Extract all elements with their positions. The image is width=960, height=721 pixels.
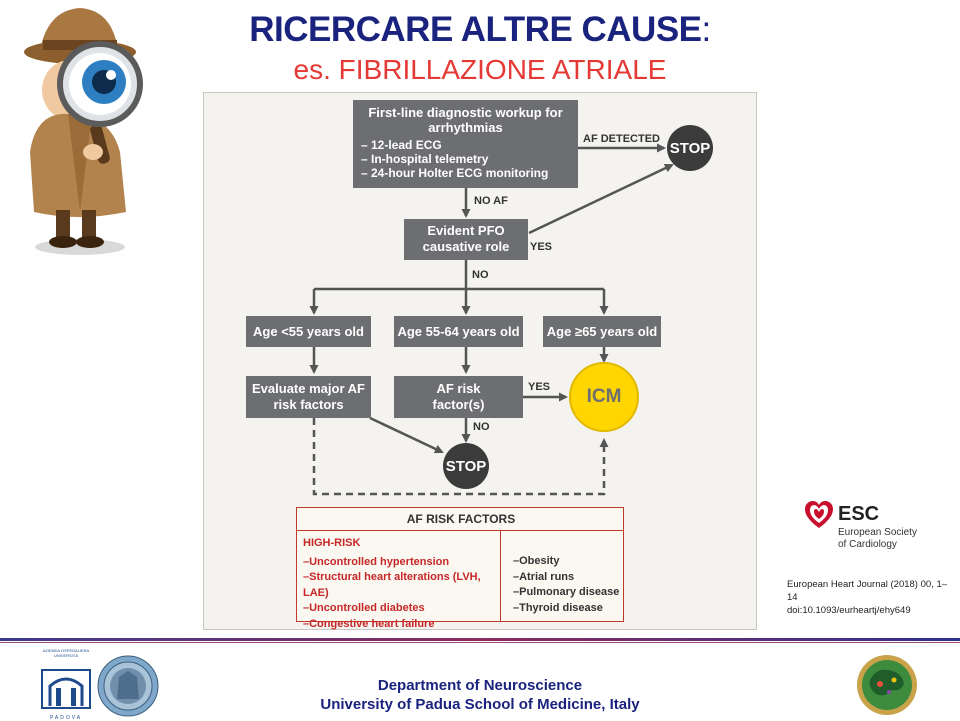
- university-seal-icon: [97, 655, 159, 717]
- high-risk-item: –Congestive heart failure: [303, 617, 435, 630]
- footer-text: Department of Neuroscience University of…: [260, 676, 700, 714]
- footer-divider-thin: [0, 642, 960, 643]
- risk-factors-box: AF RISK FACTORS HIGH-RISK –Uncontrolled …: [296, 507, 624, 630]
- other-risk-item: –Pulmonary disease: [513, 586, 620, 598]
- pfo-no-label: NO: [472, 269, 489, 281]
- page-title: RICERCARE ALTRE CAUSE:: [190, 10, 770, 50]
- high-risk-label: HIGH-RISK: [303, 537, 361, 549]
- af-risk-yes-label: YES: [528, 381, 551, 393]
- af-risk-box: AF risk factor(s): [394, 376, 523, 418]
- workup-item: – In-hospital telemetry: [361, 152, 489, 166]
- footer-divider: [0, 638, 960, 641]
- hospital-logo: AZIENDA OSPEDALIERA UNIVERSITÀ PADOVA: [40, 648, 92, 721]
- hospital-logo-text: AZIENDA OSPEDALIERA UNIVERSITÀ: [42, 648, 90, 658]
- age-young-box: Age <55 years old: [246, 316, 371, 347]
- workup-title: First-line diagnostic workup for arrhyth…: [368, 105, 563, 135]
- high-risk-item: –Uncontrolled diabetes: [303, 602, 425, 614]
- esc-logo: ESC European Society of Cardiology: [804, 500, 954, 550]
- pfo-box: Evident PFO causative role: [404, 219, 528, 260]
- esc-subtitle-line1: European Society: [838, 527, 917, 538]
- title-text: RICERCARE ALTRE CAUSE: [249, 10, 702, 49]
- hospital-logo-padova: PADOVA: [49, 715, 83, 721]
- footer-line1: Department of Neuroscience: [377, 677, 583, 694]
- dashed-arrow-icm: [312, 418, 609, 496]
- workup-item: – 24-hour Holter ECG monitoring: [361, 166, 549, 180]
- citation: European Heart Journal (2018) 00, 1–14 d…: [787, 578, 957, 617]
- workup-box: First-line diagnostic workup for arrhyth…: [353, 100, 578, 188]
- age-mid-box: Age 55-64 years old: [394, 316, 523, 347]
- af-detected-label: AF DETECTED: [583, 133, 660, 145]
- pfo-yes-label: YES: [530, 241, 553, 253]
- stop-circle-bottom: STOP: [443, 443, 489, 489]
- age-old-box: Age ≥65 years old: [543, 316, 661, 347]
- workup-item: – 12-lead ECG: [361, 138, 442, 152]
- other-risk-item: –Obesity: [513, 555, 560, 567]
- esc-subtitle-line2: of Cardiology: [838, 539, 897, 550]
- risk-factors-title: AF RISK FACTORS: [406, 512, 516, 526]
- hospital-building-icon: [41, 669, 91, 709]
- esc-name: ESC: [838, 503, 880, 525]
- stop-circle-top: STOP: [667, 125, 713, 171]
- citation-line2: doi:10.1093/eurheartj/ehy649: [787, 605, 911, 616]
- other-risk-item: –Atrial runs: [513, 570, 575, 583]
- af-risk-no-label: NO: [473, 421, 490, 433]
- page-subtitle: es. FIBRILLAZIONE ATRIALE: [293, 54, 667, 85]
- high-risk-item: –Structural heart alterations (LVH, LAE): [303, 571, 481, 599]
- other-risk-section: –Obesity –Atrial runs –Pulmonary disease…: [501, 530, 624, 622]
- high-risk-item: –Uncontrolled hypertension: [303, 555, 450, 568]
- arrow-pfo-yes: [528, 163, 674, 235]
- icm-circle: ICM: [569, 362, 639, 432]
- footer-line2: University of Padua School of Medicine, …: [320, 696, 640, 713]
- title-colon: :: [701, 10, 712, 49]
- esc-heart-icon: [805, 501, 833, 528]
- citation-line1: European Heart Journal (2018) 00, 1–14: [787, 579, 948, 603]
- brain-globe-logo: [857, 655, 917, 715]
- arrow-evaluate-stop: [369, 416, 444, 454]
- other-risk-item: –Thyroid disease: [513, 601, 603, 614]
- high-risk-section: HIGH-RISK –Uncontrolled hypertension –St…: [297, 530, 501, 630]
- no-af-label: NO AF: [474, 195, 508, 207]
- evaluate-box: Evaluate major AF risk factors: [246, 376, 371, 418]
- detective-illustration: [24, 8, 143, 255]
